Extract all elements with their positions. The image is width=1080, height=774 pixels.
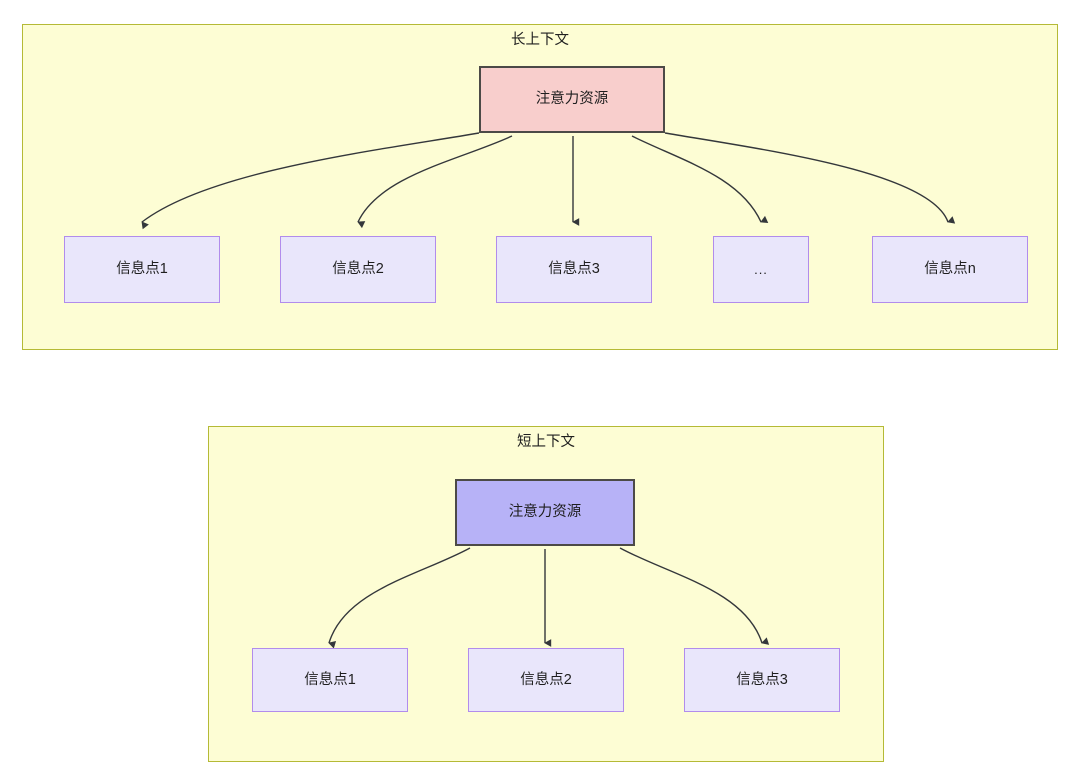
group-long-context-title: 长上下文 bbox=[511, 32, 569, 48]
node-info-point-2-long[interactable]: 信息点2 bbox=[280, 236, 436, 303]
node-info-point-3-short[interactable]: 信息点3 bbox=[684, 648, 840, 712]
node-info-point-1-short[interactable]: 信息点1 bbox=[252, 648, 408, 712]
node-attention-resource-short[interactable]: 注意力资源 bbox=[455, 479, 635, 546]
node-info-point-ellipsis-long[interactable]: ... bbox=[713, 236, 809, 303]
node-info-point-2-short[interactable]: 信息点2 bbox=[468, 648, 624, 712]
node-info-point-1-long[interactable]: 信息点1 bbox=[64, 236, 220, 303]
node-attention-resource-long[interactable]: 注意力资源 bbox=[479, 66, 665, 133]
node-info-point-n-long[interactable]: 信息点n bbox=[872, 236, 1028, 303]
node-info-point-3-long[interactable]: 信息点3 bbox=[496, 236, 652, 303]
group-short-context-title: 短上下文 bbox=[517, 434, 575, 450]
